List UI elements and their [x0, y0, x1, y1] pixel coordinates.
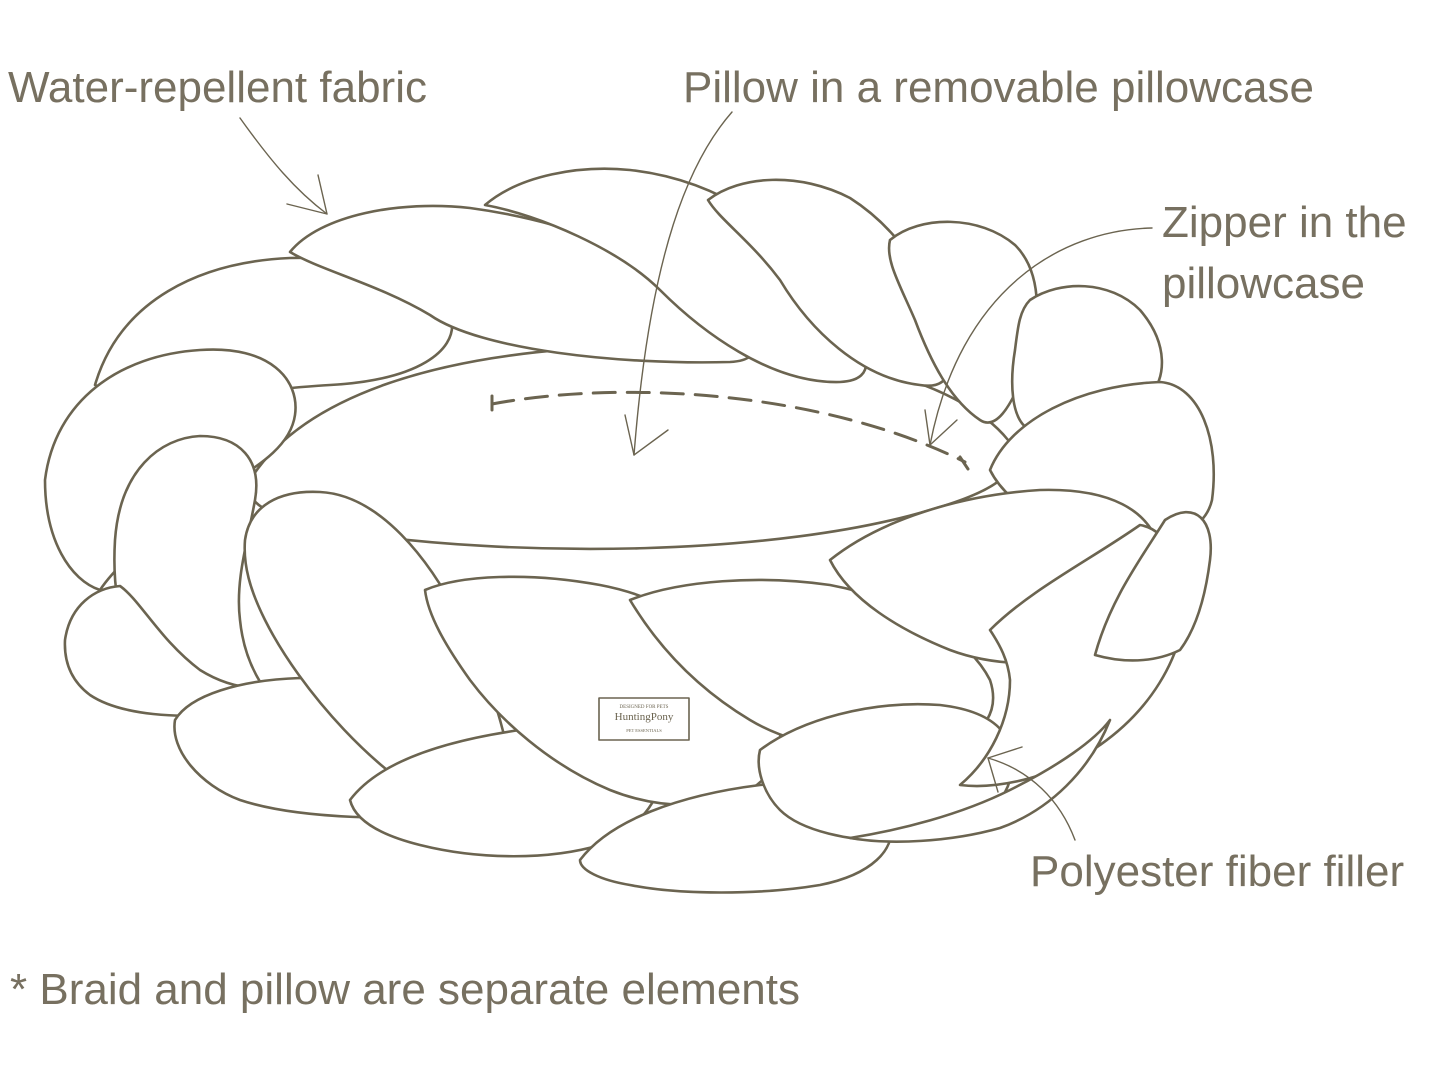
- arrow-pillow-head: [624, 414, 669, 456]
- brand-tag-name-text: HuntingPony: [615, 711, 674, 723]
- braid-segment-back-4: [887, 220, 1039, 424]
- arrow-pillow: [633, 111, 733, 456]
- label-zipper-line1: Zipper in the: [1162, 198, 1407, 247]
- label-polyester-fiber-filler: Polyester fiber filler: [1030, 847, 1405, 896]
- label-zipper-line2: pillowcase: [1162, 259, 1365, 308]
- zipper-dashed-line: [490, 390, 967, 464]
- brand-tag: DESIGNED FOR PETS HuntingPony PET ESSENT…: [598, 697, 690, 741]
- braid-segment-front-10: [848, 718, 1112, 843]
- brand-tag-bottom-text: PET ESSENTIALS: [626, 728, 662, 733]
- arrow-filler: [987, 757, 1076, 841]
- arrow-zipper: [929, 227, 1153, 446]
- label-water-repellent-fabric: Water-repellent fabric: [8, 63, 427, 112]
- label-zipper: Zipper in the pillowcase: [1162, 192, 1407, 314]
- callout-arrows: [239, 111, 1153, 841]
- braid-segment-front-9: [1093, 510, 1213, 662]
- label-pillow-removable-pillowcase: Pillow in a removable pillowcase: [683, 63, 1314, 112]
- zipper-end-right: [958, 455, 970, 471]
- arrow-fabric-head: [286, 174, 328, 215]
- footnote: * Braid and pillow are separate elements: [10, 965, 801, 1014]
- arrow-filler-head: [987, 746, 1023, 793]
- arrow-zipper-head: [924, 409, 958, 446]
- arrow-fabric: [239, 117, 328, 215]
- brand-tag-top-text: DESIGNED FOR PETS: [620, 705, 669, 710]
